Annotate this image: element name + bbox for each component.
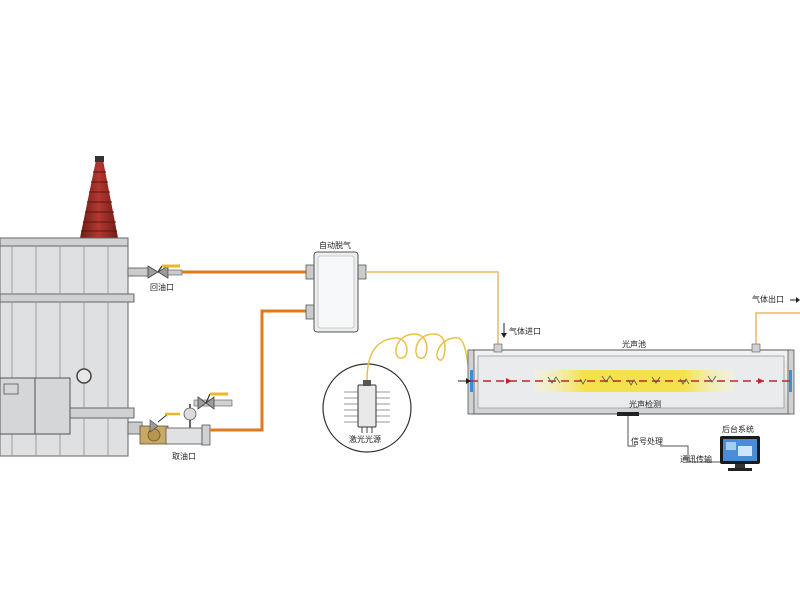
oil-pipes [182, 270, 314, 432]
signal-processing-label: 信号处理 [631, 436, 663, 446]
degasser-label: 自动脱气 [319, 240, 351, 250]
optical-fiber [366, 333, 473, 383]
sample-oil-pipe [210, 309, 314, 432]
acoustic-cell-label: 光声池 [622, 339, 646, 349]
transformer [0, 156, 135, 457]
laser-source-label: 激光光源 [349, 434, 381, 444]
monitor-icon [720, 436, 760, 471]
return-oil-valve [127, 264, 183, 279]
acoustic-detector-sensor [617, 412, 639, 416]
valve-icon [147, 264, 180, 279]
degasser-icon [305, 251, 367, 333]
gas-pipes [366, 271, 800, 350]
sound-wave-icon [547, 375, 717, 386]
output-window [789, 370, 792, 392]
gas-inlet-pipe [366, 271, 499, 350]
laser-beam [458, 378, 790, 384]
gas-inlet-label: 气体进口 [509, 326, 541, 336]
gas-outlet-label: 气体出口 [752, 294, 784, 304]
bushing-icon [80, 156, 118, 238]
gas-outlet-arrow [790, 297, 800, 303]
comm-transmission-label: 通讯传输 [680, 454, 712, 464]
valve-icon [197, 392, 228, 410]
oil-sample-valve [127, 392, 233, 446]
laser-module-icon [357, 380, 377, 433]
oil-sample-label: 取油口 [172, 451, 196, 461]
valve-icon [149, 412, 180, 433]
laser-source [322, 363, 412, 453]
transformer-tank-icon [0, 237, 135, 457]
gas-inlet-arrow [501, 323, 507, 338]
gas-outlet-pipe [755, 312, 800, 350]
return-oil-label: 回油口 [150, 282, 174, 292]
acoustic-detector-label: 光声检测 [629, 399, 661, 409]
backend-system-label: 后台系统 [722, 424, 754, 434]
